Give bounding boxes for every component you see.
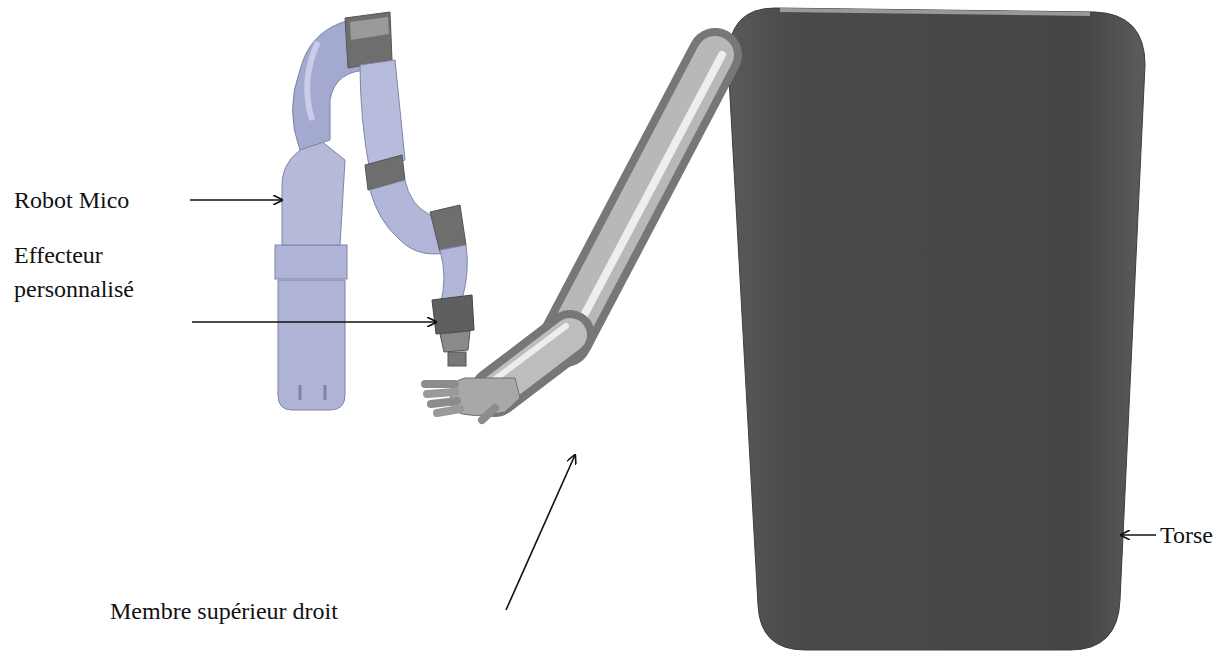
torso [728,8,1145,650]
part-label: Torse [1160,518,1213,552]
leader-line [192,321,436,323]
leader-line [506,455,575,610]
hand [425,378,520,420]
leader-line [190,199,282,201]
part-label: Robot Mico [14,183,129,217]
leader-line [1121,534,1156,536]
robot-arm [275,12,474,410]
part-label: Effecteur personnalisé [14,238,186,306]
upper-arm [565,55,722,340]
part-label: Membre supérieur droit [110,594,338,628]
